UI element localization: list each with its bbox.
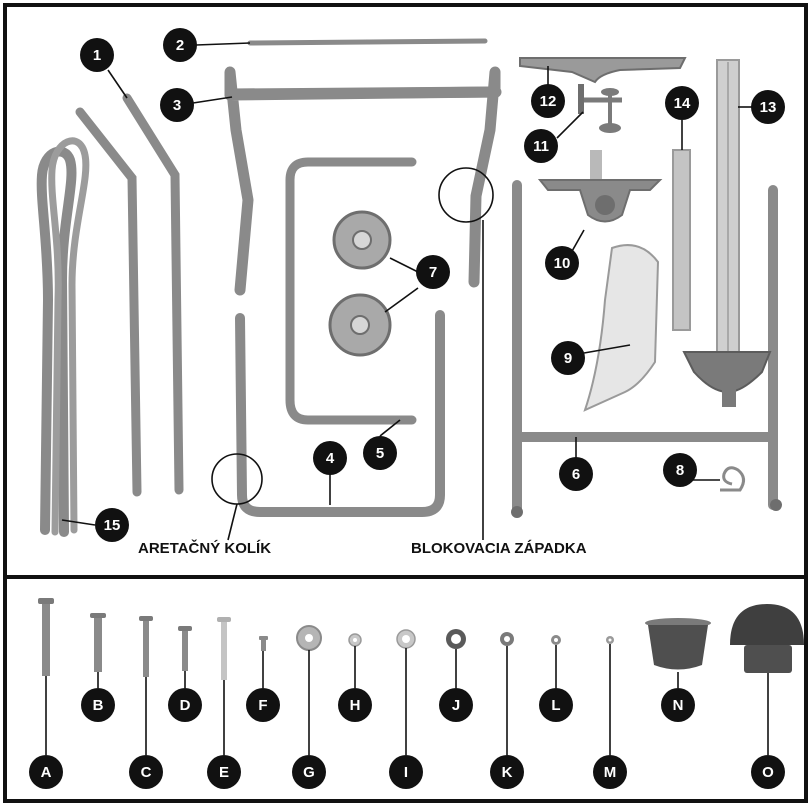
svg-text:14: 14 [674,95,691,112]
callout-c: C [129,755,163,789]
callout-10: 10 [545,246,579,280]
callout-n: N [661,688,695,722]
callout-b: B [81,688,115,722]
svg-text:11: 11 [533,138,549,155]
svg-text:H: H [350,697,361,714]
callout-5: 5 [363,436,397,470]
callout-1: 1 [80,38,114,72]
callout-o: O [751,755,785,789]
callout-g: G [292,755,326,789]
hardware-j-nut [446,629,466,649]
part-5-u-frame [290,162,412,420]
hardware-c-bolt [139,616,153,677]
part-12-grip [520,58,685,82]
callout-11: 11 [524,129,558,163]
callout-12: 12 [531,84,565,118]
svg-text:E: E [219,764,229,781]
svg-text:K: K [502,764,513,781]
callout-e: E [207,755,241,789]
hardware-g-washer [297,626,321,650]
svg-text:6: 6 [572,466,580,483]
hardware-l-nut [551,635,561,645]
callout-k: K [490,755,524,789]
svg-text:G: G [303,764,315,781]
svg-text:C: C [141,764,152,781]
svg-text:L: L [551,697,560,714]
hardware-f-screw [259,636,268,651]
hardware-k-nut [500,632,514,646]
callout-m: M [593,755,627,789]
locking-latch-caption: BLOKOVACIA ZÁPADKA [411,540,587,557]
svg-text:10: 10 [554,255,571,272]
svg-text:B: B [93,697,104,714]
hardware-a-bolt [38,598,54,676]
svg-text:D: D [180,697,191,714]
callout-13: 13 [751,90,785,124]
part-2-rod [250,41,485,43]
part-7-wheel-upper [334,212,390,268]
svg-text:I: I [404,764,408,781]
svg-text:M: M [604,764,617,781]
svg-text:A: A [41,764,52,781]
svg-text:O: O [762,764,774,781]
svg-text:15: 15 [104,517,121,534]
part-10-pump-head [540,150,660,222]
svg-text:5: 5 [376,445,384,462]
callout-f: F [246,688,280,722]
svg-text:7: 7 [429,264,437,281]
callout-j: J [439,688,473,722]
parts-panel: ARETAČNÝ KOLÍK BLOKOVACIA ZÁPADKA 1 2 3 … [42,28,785,557]
part-6-foot-left [511,506,523,518]
callout-2: 2 [163,28,197,62]
part-3-handle-top [230,92,496,94]
part-8-clip [720,468,744,490]
part-11-knob-bolt [578,84,622,133]
hardware-e-screw [217,617,231,680]
callout-3: 3 [160,88,194,122]
svg-text:N: N [673,697,684,714]
svg-text:3: 3 [173,97,181,114]
svg-text:1: 1 [93,47,101,64]
locking-latch-marker [439,168,493,222]
callout-9: 9 [551,341,585,375]
callout-h: H [338,688,372,722]
part-14-tube [673,150,690,330]
hardware-o-dome-cap [730,604,804,673]
callout-d: D [168,688,202,722]
callout-6: 6 [559,457,593,491]
part-6-foot-right [770,499,782,511]
hardware-n-end-cap [645,618,711,670]
hardware-i-washer [397,630,415,648]
hardware-d-bolt [178,626,192,671]
svg-text:9: 9 [564,350,572,367]
locking-pin-caption: ARETAČNÝ KOLÍK [138,539,271,557]
svg-text:J: J [452,697,460,714]
svg-text:2: 2 [176,37,184,54]
callout-i: I [389,755,423,789]
callout-7: 7 [416,255,450,289]
svg-text:8: 8 [676,462,684,479]
svg-text:4: 4 [326,450,335,467]
callout-15: 15 [95,508,129,542]
svg-text:13: 13 [760,99,777,116]
hardware-h-washer [349,634,361,646]
hardware-panel: A B C D E F G H I J K L M N O [29,598,804,789]
part-7-wheel-lower [330,295,390,355]
hardware-m-nut [606,636,614,644]
callout-4: 4 [313,441,347,475]
callout-8: 8 [663,453,697,487]
hardware-b-bolt [90,613,106,672]
callout-l: L [539,688,573,722]
callout-14: 14 [665,86,699,120]
svg-text:F: F [258,697,267,714]
part-9-shield [585,245,658,410]
svg-text:12: 12 [540,93,557,110]
callout-a: A [29,755,63,789]
